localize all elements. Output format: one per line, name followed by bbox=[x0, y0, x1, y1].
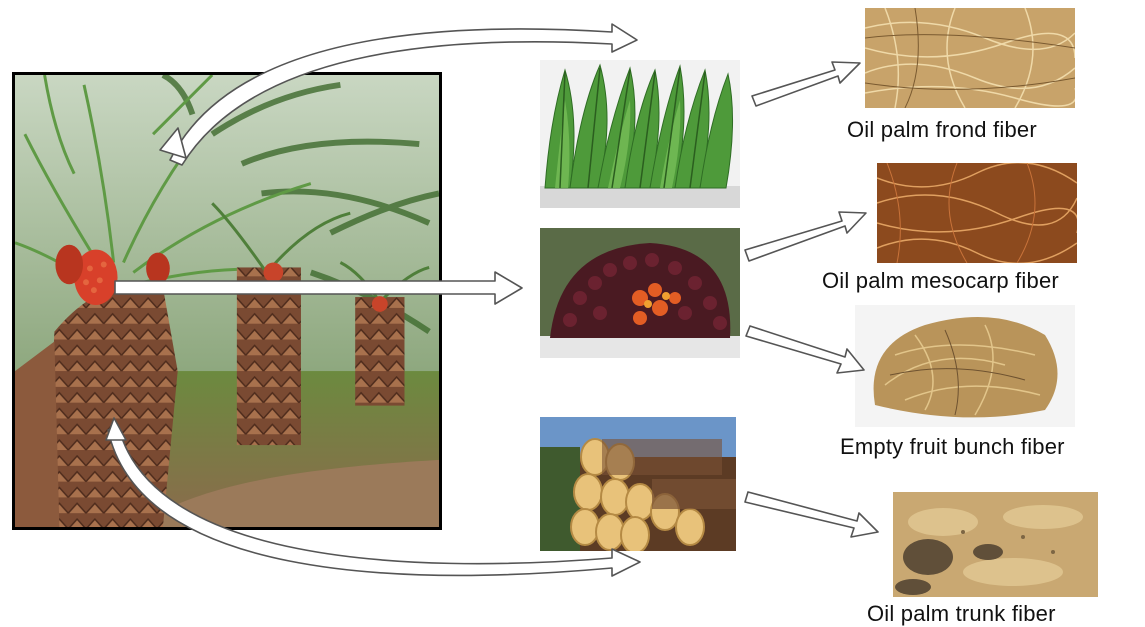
trunk-fiber-photo bbox=[893, 492, 1098, 597]
arrow-fruit-to-mesocarp-fiber bbox=[745, 212, 866, 261]
oil-palm-trunk-logs-photo bbox=[540, 417, 736, 551]
empty-fruit-bunch-fiber-photo bbox=[855, 305, 1075, 427]
oil-palm-tree-photo bbox=[12, 72, 442, 530]
oil-palm-fruit-bunch-photo bbox=[540, 228, 740, 358]
trunk-fiber-caption: Oil palm trunk fiber bbox=[867, 601, 1056, 627]
arrow-fruit-to-efb-fiber bbox=[746, 326, 864, 373]
oil-palm-fronds-photo bbox=[540, 60, 740, 208]
efb-fiber-caption: Empty fruit bunch fiber bbox=[840, 434, 1065, 460]
frond-fiber-photo bbox=[865, 8, 1075, 108]
mesocarp-fiber-photo bbox=[877, 163, 1077, 263]
arrow-fronds-to-frond-fiber bbox=[752, 62, 860, 106]
frond-fiber-caption: Oil palm frond fiber bbox=[847, 117, 1037, 143]
mesocarp-fiber-caption: Oil palm mesocarp fiber bbox=[822, 268, 1059, 294]
arrow-logs-to-trunk-fiber bbox=[745, 492, 878, 537]
